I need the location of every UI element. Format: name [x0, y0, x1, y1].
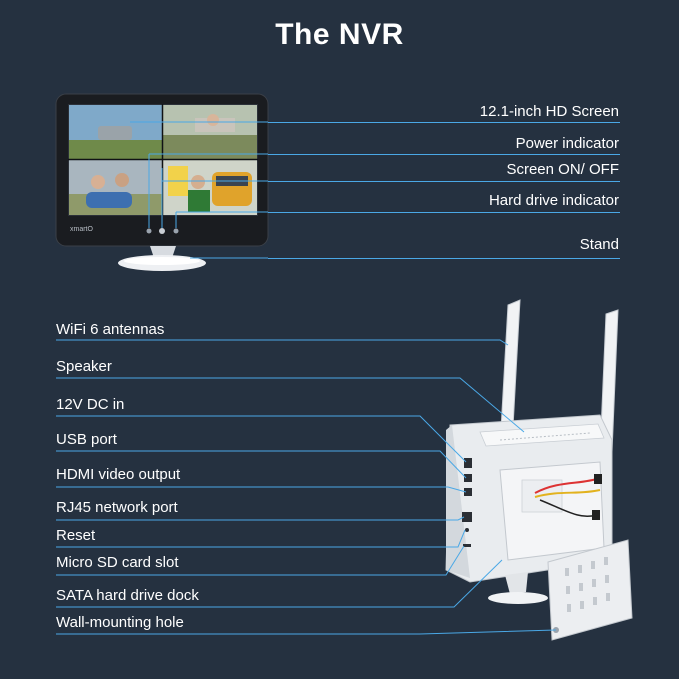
callout-usb-port: USB port	[56, 431, 117, 448]
screen-power-button[interactable]	[159, 228, 165, 234]
power-indicator-light	[146, 228, 152, 234]
usb-port	[464, 474, 472, 482]
callout-power-indicator: Power indicator	[515, 135, 619, 152]
callout-hard-drive-indicator: Hard drive indicator	[488, 192, 619, 209]
callout-micro-sd-slot: Micro SD card slot	[56, 554, 179, 571]
callout-speaker: Speaker	[56, 358, 112, 375]
callout-rj45-port: RJ45 network port	[56, 499, 178, 516]
hard-drive-indicator-light	[173, 228, 179, 234]
wall-mount-plate	[547, 539, 633, 641]
brand-logo: xmartO	[70, 226, 93, 233]
micro-sd-slot	[463, 544, 471, 547]
callout-wall-mounting-hole: Wall-mounting hole	[56, 614, 184, 631]
callout-dc-in: 12V DC in	[56, 396, 125, 413]
callout-stand: Stand	[579, 236, 619, 253]
callout-sata-dock: SATA hard drive dock	[56, 587, 199, 604]
callout-wifi-antennas: WiFi 6 antennas	[56, 321, 165, 338]
callout-screen: 12.1-inch HD Screen	[479, 103, 619, 120]
callout-screen-on-off: Screen ON/ OFF	[506, 161, 619, 178]
callout-reset: Reset	[56, 527, 96, 544]
dc-in-port	[464, 458, 472, 468]
callout-hdmi-output: HDMI video output	[56, 466, 181, 483]
reset-button	[465, 528, 469, 532]
speaker-grille	[479, 423, 605, 447]
hdmi-port	[464, 488, 472, 496]
rj45-port	[462, 512, 472, 522]
page-title: The NVR	[275, 18, 404, 51]
